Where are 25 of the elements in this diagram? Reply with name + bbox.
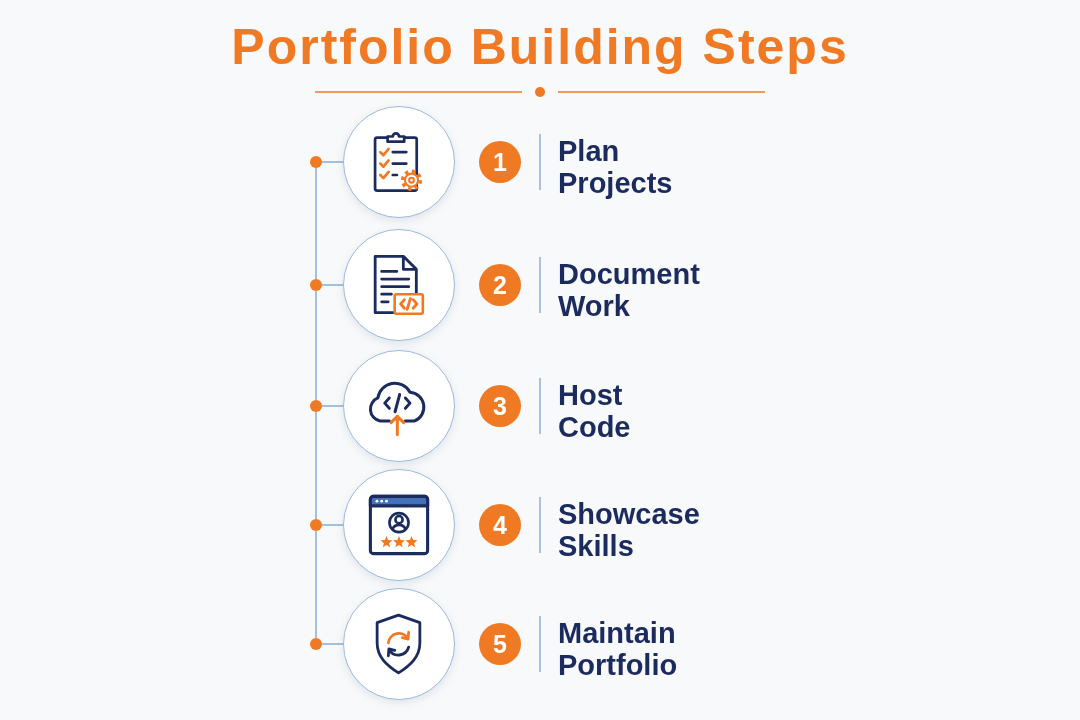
timeline-dot xyxy=(310,279,322,291)
timeline-line xyxy=(315,411,317,520)
connector-line xyxy=(321,524,344,526)
connector-line xyxy=(321,284,344,286)
timeline-dot xyxy=(310,400,322,412)
number-badge: 2 xyxy=(479,264,521,306)
timeline-dot xyxy=(310,156,322,168)
timeline-line xyxy=(315,530,317,639)
timeline-dot xyxy=(310,638,322,650)
step-label: Plan Projects xyxy=(558,135,673,199)
number-badge: 3 xyxy=(479,385,521,427)
connector-line xyxy=(321,161,344,163)
timeline-line xyxy=(315,167,317,280)
step-label: Showcase Skills xyxy=(558,498,700,562)
step-label: Host Code xyxy=(558,379,631,443)
step-label: Maintain Portfolio xyxy=(558,617,678,681)
number-badge: 4 xyxy=(479,504,521,546)
number-badge: 1 xyxy=(479,141,521,183)
timeline-dot xyxy=(310,519,322,531)
timeline-line xyxy=(315,290,317,401)
number-badge: 5 xyxy=(479,623,521,665)
connector-line xyxy=(321,643,344,645)
title: Portfolio Building Steps xyxy=(231,19,849,75)
connector-line xyxy=(321,405,344,407)
step-label: Document Work xyxy=(558,258,700,322)
